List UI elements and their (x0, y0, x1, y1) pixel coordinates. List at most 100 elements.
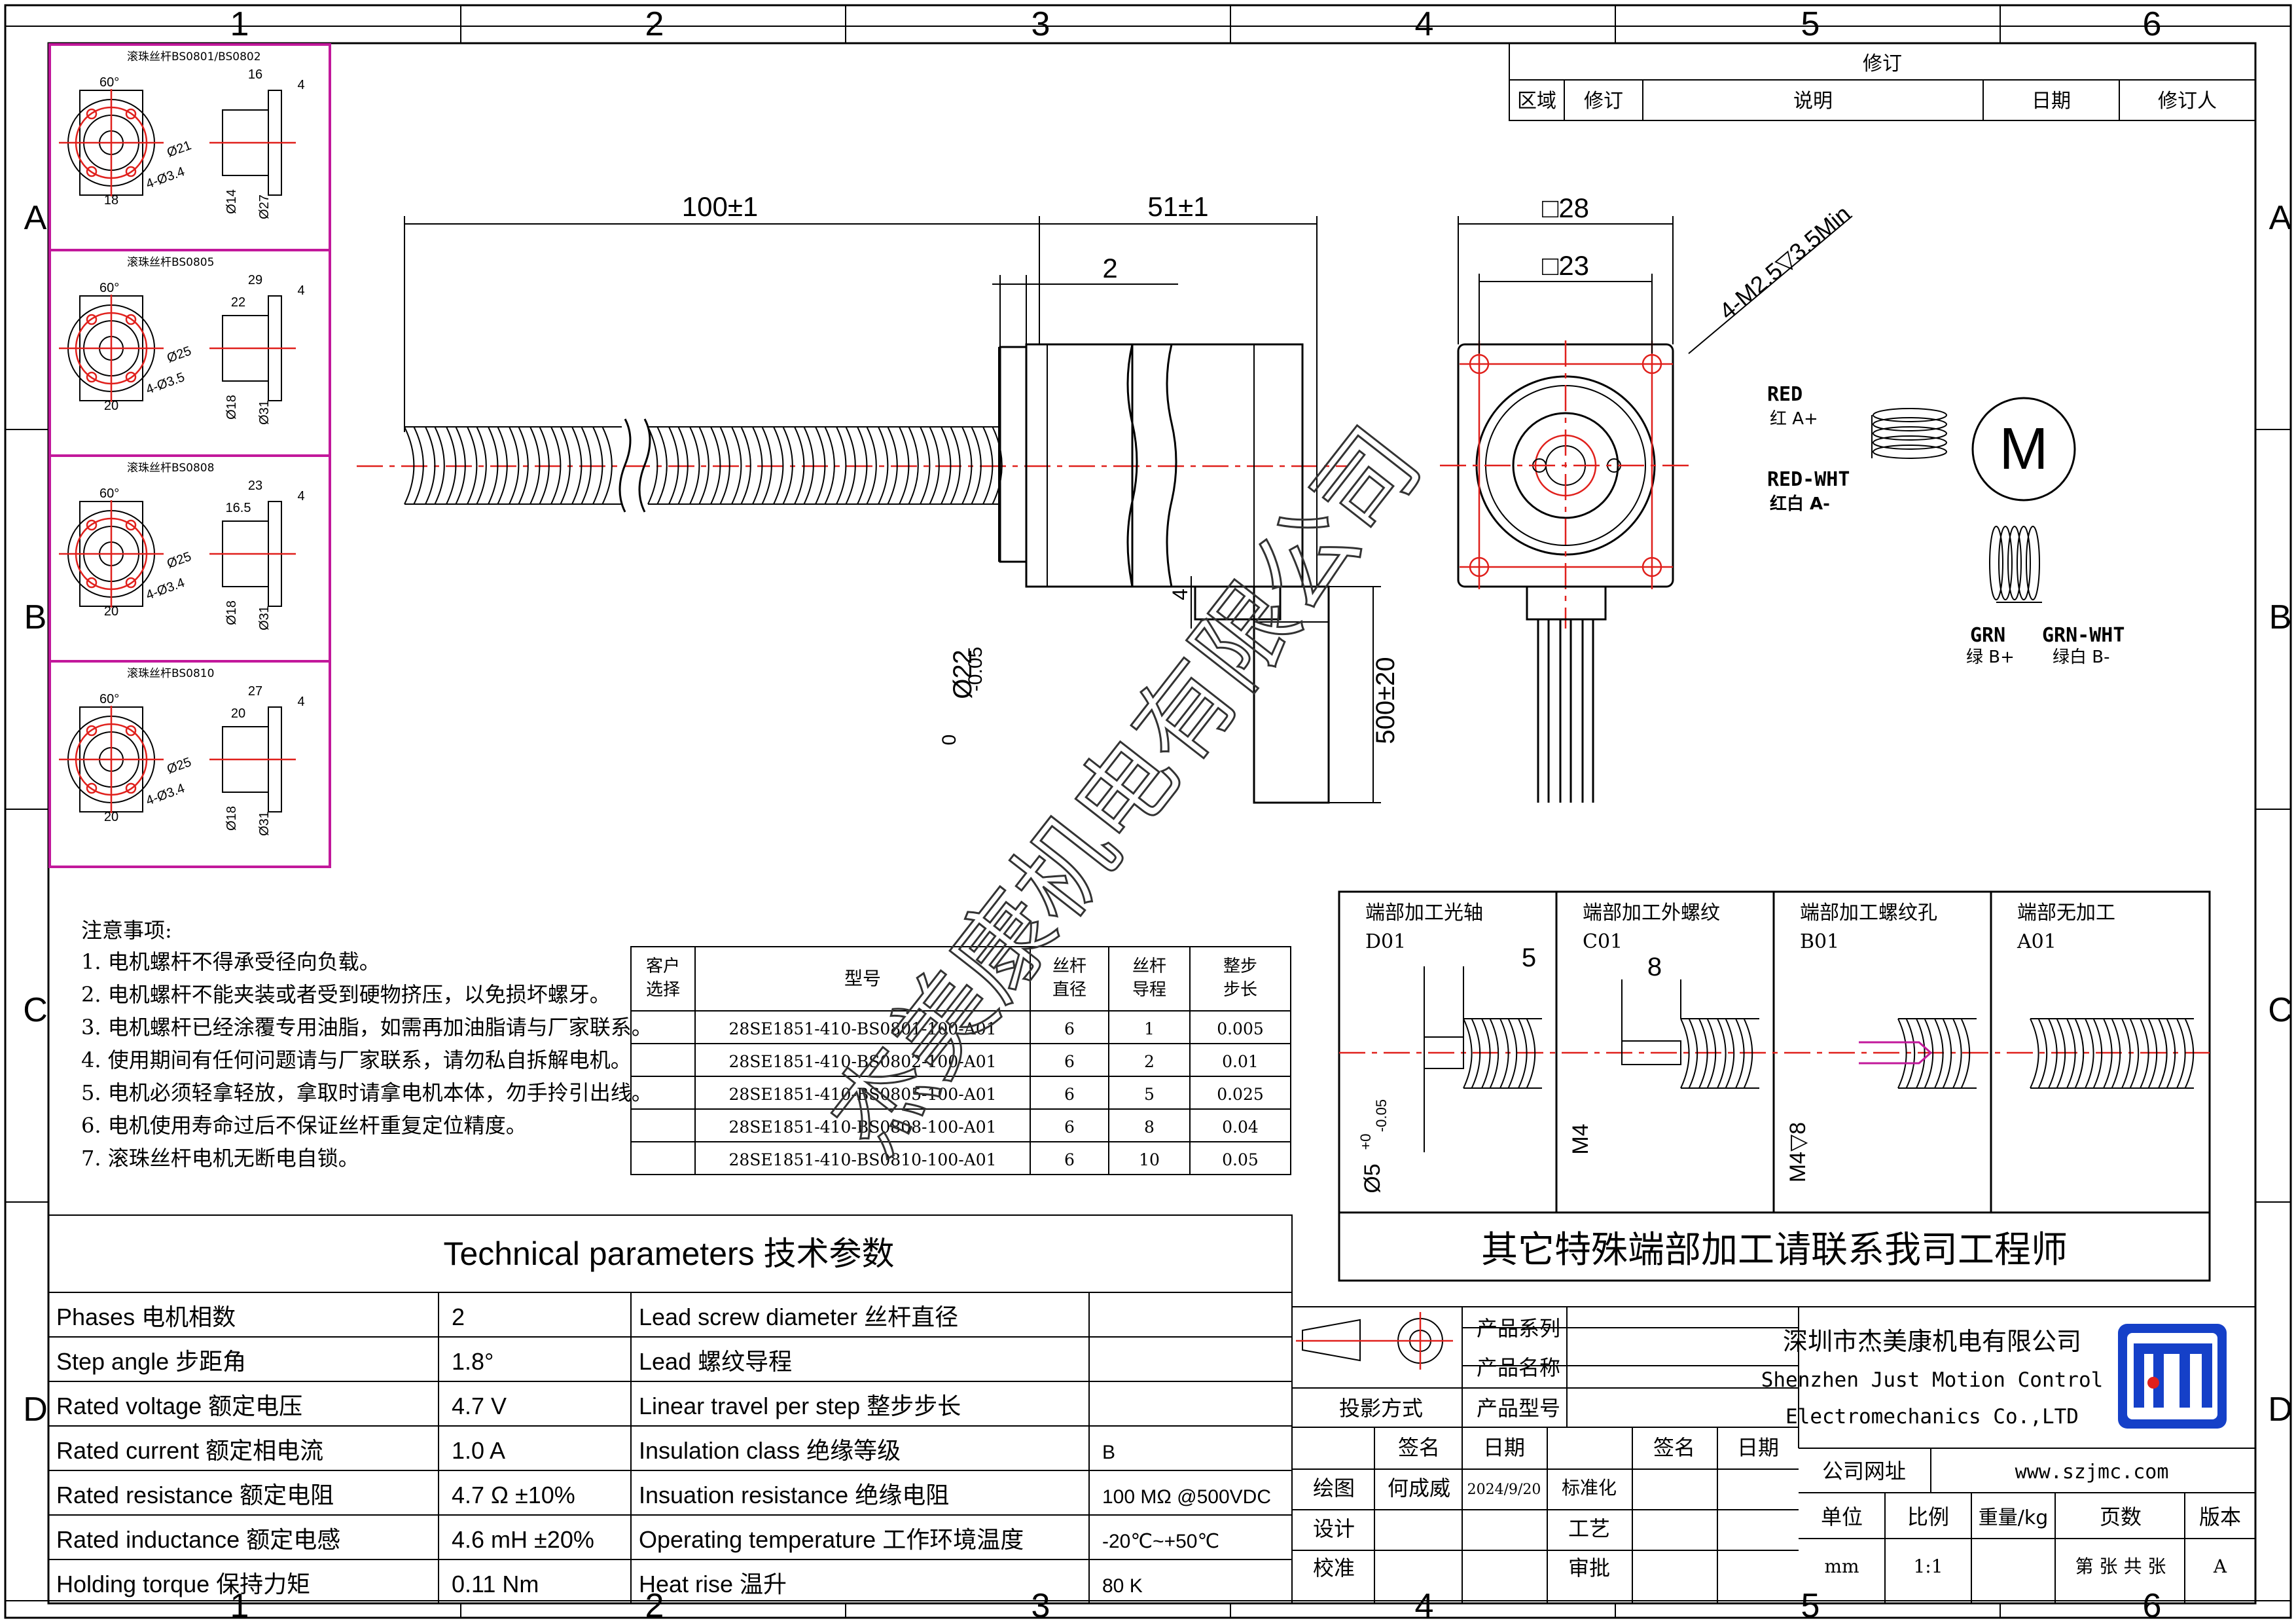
tech-cell: Rated inductance 额定电感 (56, 1526, 340, 1553)
revision-title: 修订 (1863, 52, 1902, 75)
tb-projection: 投影方式 (1339, 1396, 1423, 1421)
end-tol-upper: +0 (1357, 1133, 1374, 1150)
model-cell: 5 (1144, 1085, 1155, 1104)
ballscrew-hole (125, 166, 137, 177)
ballscrew-shaft-diameter: Ø18 (224, 600, 239, 625)
thread-turn (866, 426, 877, 505)
motor-side-view: 100±1 51±1 2 4 Ø22 0 -0.05 500±20 (357, 191, 1400, 804)
thread-turn (1905, 1018, 1916, 1089)
thread-turn (899, 426, 910, 505)
end-option-code: C01 (1583, 930, 1623, 953)
thread-turn (476, 426, 487, 505)
end-option-drawing (2030, 1018, 2195, 1089)
dim-flange: 2 (1102, 253, 1117, 283)
ballscrew-holes: 4-Ø3.4 (144, 164, 187, 192)
tech-cell: 1.0 A (452, 1437, 505, 1464)
row-label: C (23, 991, 48, 1029)
model-cell: 6 (1064, 1118, 1075, 1137)
wire-redwht-label: RED-WHT (1767, 468, 1850, 491)
ballscrew-title: 滚珠丝杆BS0805 (127, 256, 214, 269)
thread-turn (404, 426, 415, 505)
ballscrew-outer-diameter: Ø31 (257, 606, 272, 630)
ballscrew-length-b: 22 (231, 295, 245, 310)
watermark: 杰美康机电有限公司 (809, 408, 1443, 1175)
column-label: 4 (1415, 1587, 1434, 1623)
end-tol-lower: -0.05 (1373, 1099, 1390, 1132)
revision-header: 修订 (1584, 90, 1623, 113)
thread-turn (719, 426, 730, 505)
title-block: 产品系列 产品名称 投影方式 产品型号 签名 日期 签名 日期 绘图 何成威 2… (1291, 1306, 2256, 1604)
ballscrew-hole (125, 577, 137, 589)
tech-cell: Lead 螺纹导程 (639, 1348, 792, 1375)
model-cell: 1 (1144, 1019, 1155, 1038)
thread-turn (2147, 1018, 2158, 1089)
model-cell: 0.05 (1222, 1150, 1259, 1169)
row-label: A (24, 199, 47, 237)
end-option-code: A01 (2017, 930, 2056, 953)
thread-turn (647, 426, 658, 505)
thread-turn (601, 426, 613, 505)
row-label: B (2269, 598, 2292, 636)
company-name-en-1: Shenzhen Just Motion Control (1761, 1368, 2104, 1392)
model-header: 步长 (1223, 980, 1257, 1000)
model-cell: 8 (1144, 1118, 1155, 1137)
thread-turn (425, 426, 436, 505)
thread-turn (509, 426, 520, 505)
ballscrew-hole (125, 519, 137, 531)
thread-turn (1499, 1018, 1509, 1089)
ballscrew-outer-diameter: Ø31 (257, 400, 272, 425)
thread-turn (550, 426, 562, 505)
thread-turn (497, 426, 508, 505)
revision-table: 修订 区域 修订 说明 日期 修订人 (1509, 43, 2256, 121)
thread-turn (581, 426, 592, 505)
thread-turn (2092, 1018, 2103, 1089)
thread-turn (455, 426, 466, 505)
ballscrew-length-b: 20 (231, 706, 245, 721)
ballscrew-diameter: Ø25 (165, 344, 193, 366)
thread-turn (677, 426, 689, 505)
ballscrew-hole (86, 725, 98, 737)
column-label: 2 (645, 5, 664, 43)
thread-turn (1518, 1018, 1528, 1089)
ballscrew-outer-diameter: Ø27 (257, 194, 272, 219)
model-header: 丝杆 (1052, 957, 1086, 976)
tech-cell: Operating temperature 工作环境温度 (639, 1526, 1024, 1553)
thread-turn (908, 426, 919, 505)
model-cell: 6 (1064, 1019, 1075, 1038)
tech-cell: 100 MΩ @500VDC (1102, 1486, 1271, 1508)
model-cell: 28SE1851-410-BS0808-100-A01 (728, 1118, 996, 1137)
model-cell: 2 (1144, 1052, 1155, 1071)
tb-name: 产品名称 (1477, 1355, 1560, 1380)
model-cell: 6 (1064, 1052, 1075, 1071)
ballscrew-length-b: 16.5 (226, 501, 251, 515)
ballscrew-diameter: Ø25 (165, 549, 193, 572)
thread-turn (1942, 1018, 1952, 1089)
thread-turn (434, 426, 445, 505)
wire-grnwht-label: GRN-WHT (2042, 624, 2125, 647)
thread-turn (710, 426, 721, 505)
thread-turn (824, 426, 835, 505)
tech-cell: Heat rise 温升 (639, 1571, 787, 1597)
thread-turn (2166, 1018, 2176, 1089)
model-cell: 6 (1064, 1150, 1075, 1169)
thread-turn (413, 426, 424, 505)
note-item: 7. 滚珠丝杆电机无断电自锁。 (81, 1146, 359, 1171)
note-item: 4. 使用期间有任何问题请与厂家联系，请勿私自拆解电机。 (81, 1048, 632, 1072)
dim-boss-tol-upper: 0 (939, 735, 960, 746)
model-cell: 0.04 (1222, 1118, 1259, 1137)
thread-turn (1471, 1018, 1481, 1089)
thread-turn (2074, 1018, 2085, 1089)
end-diameter: Ø5 (1360, 1163, 1385, 1193)
dim-screw-length: 100±1 (682, 191, 758, 222)
ballscrew-title: 滚珠丝杆BS0801/BS0802 (127, 50, 261, 64)
thread-turn (560, 426, 571, 505)
model-header: 丝杆 (1132, 957, 1166, 976)
thread-turn (982, 426, 994, 505)
ballscrew-angle: 60° (99, 281, 119, 295)
tb-series: 产品系列 (1477, 1316, 1560, 1341)
tb-date-2: 日期 (1737, 1435, 1779, 1460)
coil-a-turn (1873, 408, 1947, 422)
thread-turn (878, 426, 889, 505)
